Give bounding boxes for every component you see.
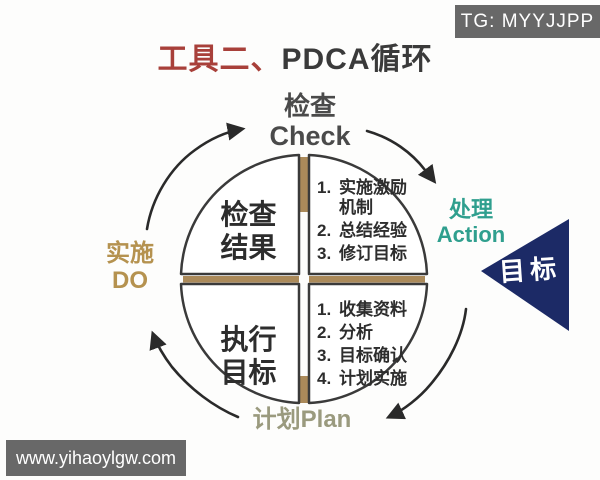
list-item: 1. 实施激励机制 [317, 178, 433, 218]
action-items-list: 1. 实施激励机制 2. 总结经验 3. 修订目标 [317, 178, 433, 267]
item-number: 2. [317, 323, 332, 342]
site-watermark-label: www.yihaoylgw.com [15, 447, 177, 468]
arrow-action-to-plan [385, 307, 468, 420]
quadrant-bottom-right [307, 282, 429, 405]
item-number: 1. [317, 300, 332, 319]
goal-arrow-label: 目标 [498, 252, 563, 288]
stage-label-action: 处理 Action [428, 197, 514, 247]
stage-action-zh: 处理 [448, 197, 493, 222]
stage-label-do: 实施 DO [92, 240, 168, 295]
list-item: 2. 总结经验 [317, 221, 433, 241]
quadrant-top-left [179, 153, 301, 276]
quadrant-top-right [307, 153, 429, 276]
execute-goal-line1: 执行 [220, 324, 277, 355]
quadrant-dividers [183, 157, 425, 403]
stage-label-check: 检查 Check [250, 91, 370, 152]
arrow-do-to-check [145, 122, 246, 231]
stage-do-zh: 实施 [106, 240, 154, 267]
stage-label-plan: 计划Plan [237, 406, 367, 434]
arrow-plan-to-do [149, 330, 240, 419]
execute-goal-line2: 目标 [220, 357, 277, 389]
item-text: 实施激励机制 [339, 178, 407, 217]
check-result-line2: 结果 [220, 232, 277, 264]
quadrant-label-check-result: 检查 结果 [196, 198, 301, 264]
page-title: 工具二、PDCA循环 [128, 34, 462, 78]
divider-vertical-bottom [300, 376, 308, 403]
list-item: 2. 分析 [317, 323, 433, 343]
quadrant-label-execute-goal: 执行 目标 [196, 323, 301, 389]
list-item: 4. 计划实施 [317, 369, 433, 389]
tg-badge: TG: MYYJJPP [455, 5, 600, 38]
stage-plan-label: 计划Plan [252, 406, 352, 433]
item-number: 3. [317, 244, 332, 263]
title-prefix: 工具二、 [157, 43, 282, 76]
title-main: PDCA循环 [281, 43, 433, 76]
list-item: 3. 修订目标 [317, 244, 433, 264]
plan-items-list: 1. 收集资料 2. 分析 3. 目标确认 4. 计划实施 [317, 300, 433, 392]
stage-check-zh: 检查 [283, 91, 336, 121]
item-number: 3. [317, 346, 332, 365]
list-item: 3. 目标确认 [317, 346, 433, 366]
list-item: 1. 收集资料 [317, 300, 433, 320]
divider-vertical-top [300, 157, 308, 212]
stage-do-en: DO [112, 266, 148, 294]
item-text: 目标确认 [339, 346, 407, 365]
arrow-check-to-action [365, 129, 437, 184]
site-watermark-bar: www.yihaoylgw.com [6, 440, 186, 476]
stage-check-en: Check [269, 121, 351, 152]
tg-badge-label: TG: MYYJJPP [460, 10, 595, 32]
stage-action-en: Action [436, 221, 506, 247]
item-text: 总结经验 [339, 221, 407, 240]
item-text: 计划实施 [339, 369, 407, 388]
divider-horizontal-right [309, 276, 425, 283]
item-number: 1. [317, 178, 332, 197]
item-text: 修订目标 [339, 244, 407, 263]
divider-horizontal-left [183, 276, 299, 283]
item-text: 分析 [339, 323, 373, 342]
goal-arrow-shape [481, 219, 569, 331]
item-number: 4. [317, 369, 332, 388]
check-result-line1: 检查 [220, 199, 277, 230]
item-text: 收集资料 [339, 300, 407, 319]
item-number: 2. [317, 221, 332, 240]
quadrant-bottom-left [179, 282, 301, 405]
